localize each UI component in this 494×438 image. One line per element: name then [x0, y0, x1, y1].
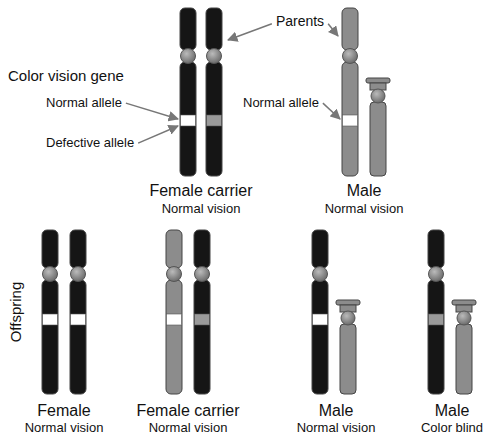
y-chromosome-cap [452, 300, 476, 305]
text-label: Color blind [421, 421, 483, 435]
x-chromosome-arm [206, 8, 222, 50]
centromere [43, 267, 58, 282]
y-chromosome-arm [340, 324, 356, 394]
y-chromosome-arm [456, 324, 472, 394]
x-chromosome-arm [342, 8, 358, 50]
text-label: Female carrier [149, 182, 252, 200]
text-label: Normal vision [25, 421, 104, 435]
pointer-arrow [328, 24, 338, 36]
text-label: Defective allele [46, 136, 134, 150]
leader-arrow [323, 103, 340, 119]
allele-band [43, 314, 58, 325]
centromere [71, 267, 86, 282]
centromere [429, 267, 444, 282]
x-chromosome-arm [166, 230, 182, 268]
x-chromosome-arm [428, 230, 444, 268]
allele-band [167, 314, 182, 325]
allele-band [195, 314, 210, 325]
x-chromosome-arm [42, 280, 58, 394]
x-chromosome-arm [312, 230, 328, 268]
text-label: Normal allele [243, 96, 319, 110]
allele-band [207, 115, 222, 126]
text-label: Parents [276, 14, 324, 29]
y-chromosome-cap [366, 78, 390, 83]
x-chromosome-arm [194, 280, 210, 394]
pointer-arrow [228, 24, 272, 40]
x-chromosome-arm [206, 62, 222, 176]
leader-arrow [126, 103, 178, 119]
centromere [181, 49, 196, 64]
x-chromosome-arm [166, 280, 182, 394]
text-label: Male [347, 182, 382, 200]
text-label: Normal vision [297, 421, 376, 435]
allele-band [181, 115, 196, 126]
y-chromosome-cap [336, 300, 360, 305]
leader-arrow [138, 126, 178, 143]
x-chromosome-arm [312, 280, 328, 394]
text-label: Normal vision [149, 421, 228, 435]
centromere [313, 267, 328, 282]
x-chromosome-arm [342, 62, 358, 176]
text-label: Female carrier [136, 402, 239, 420]
centromere [167, 267, 182, 282]
x-chromosome-arm [180, 8, 196, 50]
x-chromosome-arm [42, 230, 58, 268]
text-label: Normal vision [325, 202, 404, 216]
centromere [207, 49, 222, 64]
x-chromosome-arm [194, 230, 210, 268]
text-label: Female [37, 402, 90, 420]
text-label: Normal allele [46, 96, 122, 110]
allele-band [343, 115, 358, 126]
text-label: Color vision gene [8, 68, 124, 85]
text-label: Male [319, 402, 354, 420]
allele-band [71, 314, 86, 325]
x-chromosome-arm [428, 280, 444, 394]
centromere [371, 89, 385, 103]
centromere [457, 311, 471, 325]
text-label: Normal vision [162, 202, 241, 216]
allele-band [429, 314, 444, 325]
x-chromosome-arm [70, 280, 86, 394]
x-chromosome-arm [70, 230, 86, 268]
centromere [343, 49, 358, 64]
axis-label: Offspring [8, 282, 25, 343]
y-chromosome-arm [370, 102, 386, 176]
x-chromosome-arm [180, 62, 196, 176]
text-label: Male [435, 402, 470, 420]
centromere [341, 311, 355, 325]
allele-band [313, 314, 328, 325]
centromere [195, 267, 210, 282]
